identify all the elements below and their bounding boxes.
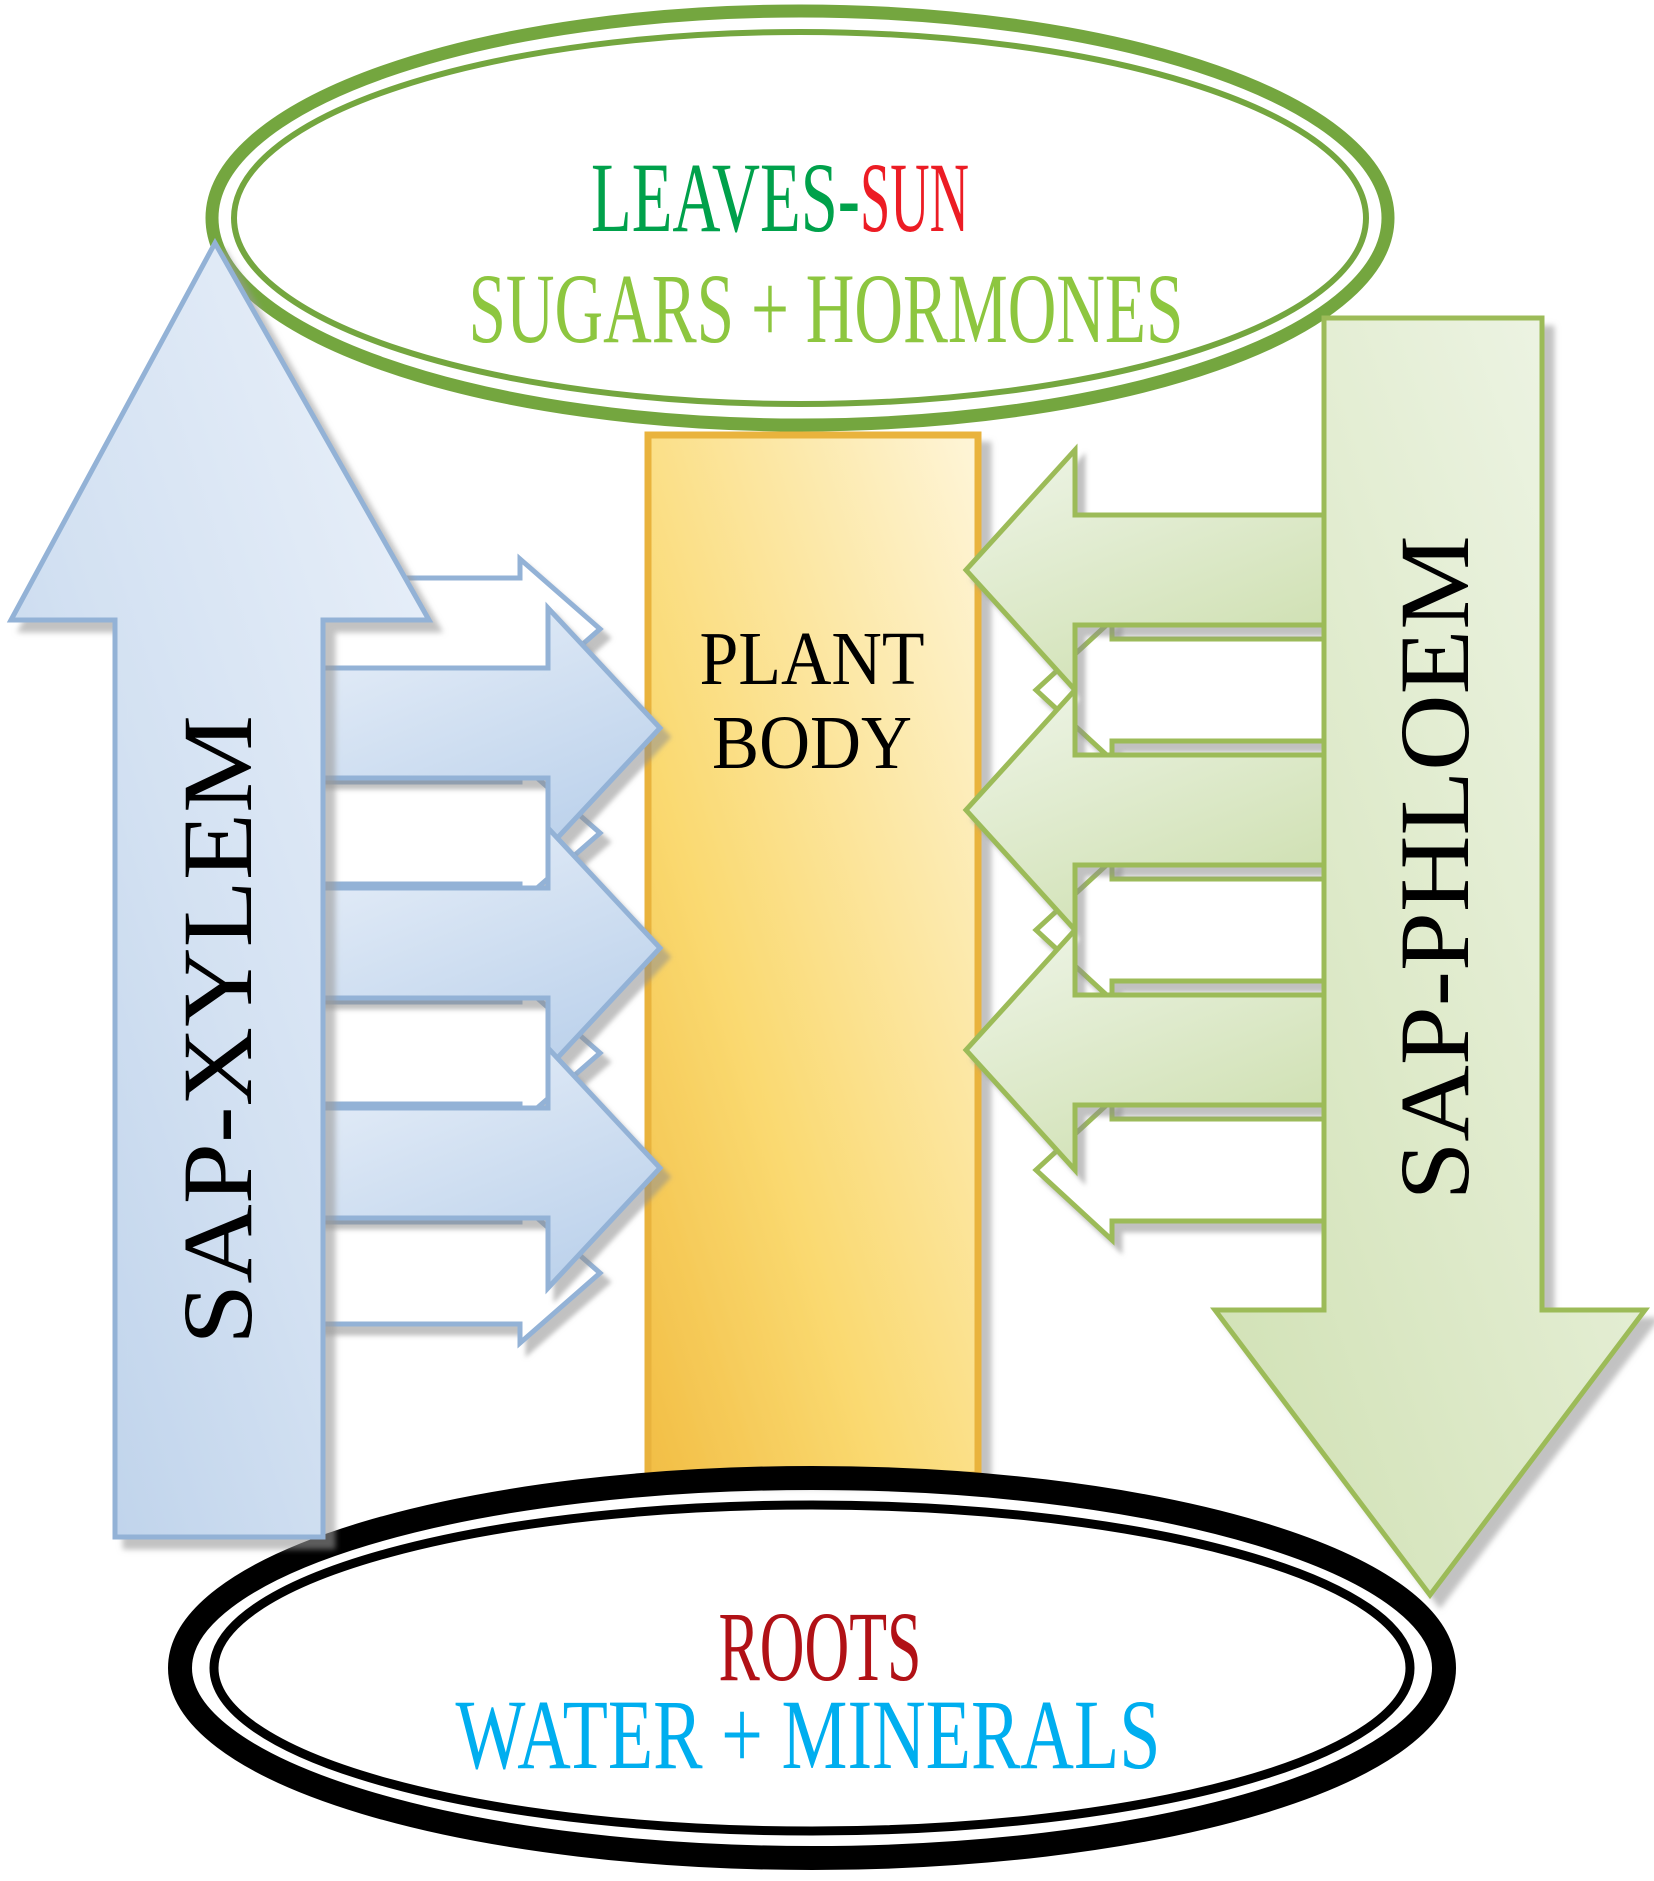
xylem-flow-arrow-1 bbox=[297, 601, 664, 855]
leaves-ellipse-outer-ring bbox=[205, 4, 1395, 432]
sap-phloem-arrow bbox=[1209, 315, 1651, 1600]
plant-body-label-line1: PLANT bbox=[700, 617, 925, 701]
roots-ellipse bbox=[168, 1466, 1456, 1870]
phloem-flow-arrow-3 bbox=[962, 923, 1343, 1177]
plant-body-box bbox=[644, 431, 982, 1479]
roots-label: ROOTS bbox=[719, 1591, 922, 1702]
sap-phloem-label: SAP-PHLOEM bbox=[1379, 536, 1490, 1201]
sugars-hormones-label: SUGARS + HORMONES bbox=[469, 253, 1184, 364]
xylem-flow-arrow-2 bbox=[297, 821, 664, 1075]
leaves-ellipse-inner-ring bbox=[231, 29, 1369, 407]
phloem-flow-arrows bbox=[962, 443, 1343, 1177]
sap-xylem-label: SAP-XYLEM bbox=[162, 715, 273, 1345]
phloem-flow-arrow-hollow-2 bbox=[1032, 854, 1343, 1006]
leaves-label: LEAVES- bbox=[591, 142, 860, 253]
xylem-flow-arrows bbox=[297, 601, 664, 1295]
water-minerals-label: WATER + MINERALS bbox=[456, 1679, 1161, 1790]
phloem-flow-arrow-2 bbox=[962, 683, 1343, 937]
phloem-flow-arrow-1 bbox=[962, 443, 1343, 697]
plant-body-label-line2: BODY bbox=[712, 701, 912, 785]
roots-ellipse-outer-ring bbox=[168, 1466, 1456, 1870]
phloem-flow-arrows-hollow bbox=[1032, 614, 1343, 1246]
xylem-flow-arrow-3 bbox=[297, 1041, 664, 1295]
sun-label: SUN bbox=[860, 142, 969, 253]
sap-xylem-arrow bbox=[6, 237, 434, 1540]
phloem-flow-arrow-hollow-1 bbox=[1032, 614, 1343, 766]
roots-ellipse-inner-ring bbox=[209, 1500, 1415, 1836]
leaves-ellipse bbox=[205, 4, 1395, 432]
phloem-flow-arrow-hollow-3 bbox=[1032, 1094, 1343, 1246]
